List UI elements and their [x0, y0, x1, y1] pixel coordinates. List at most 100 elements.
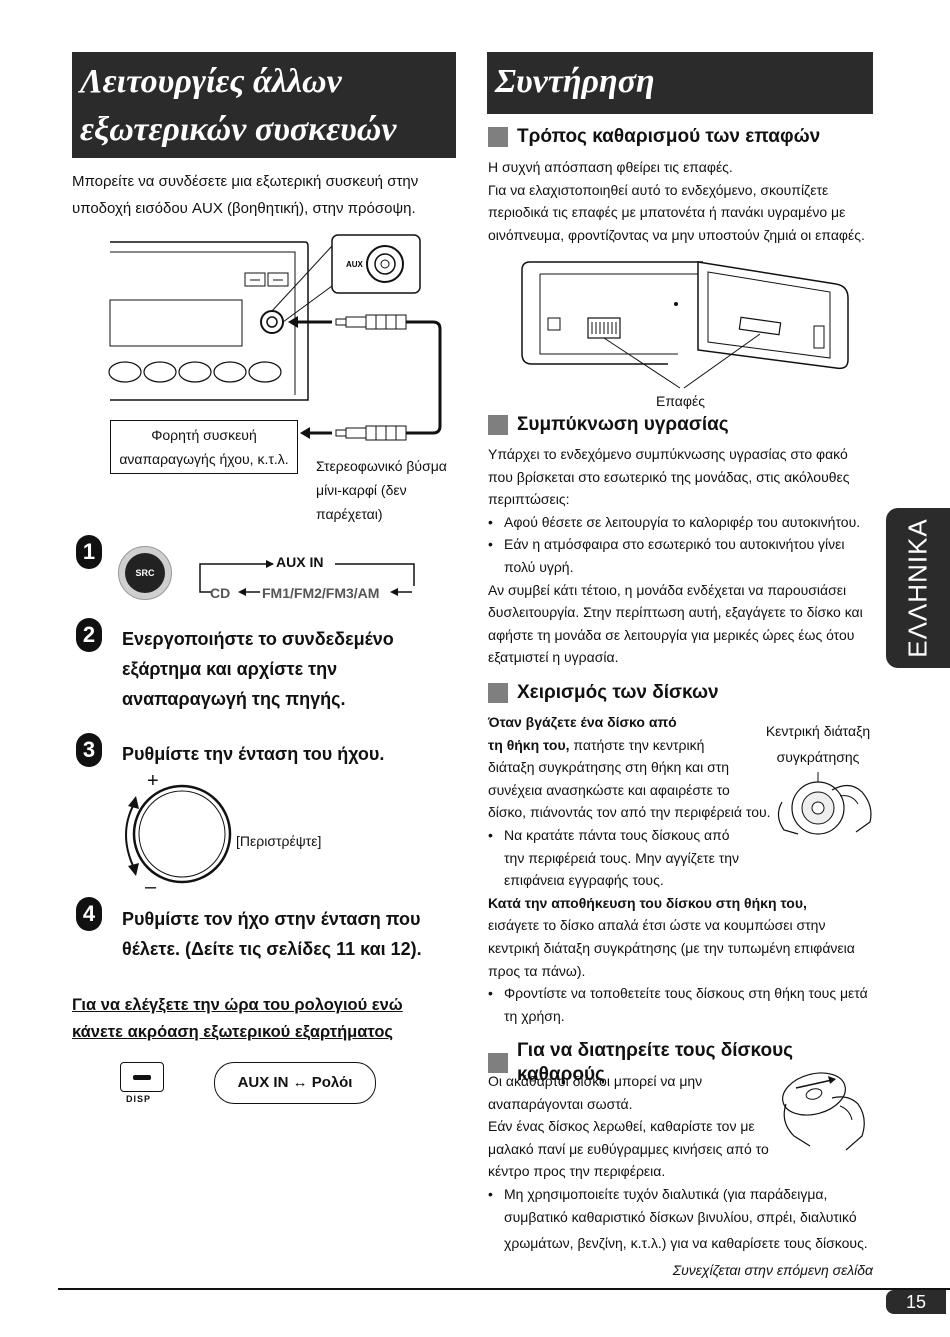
para-line: περιοδικά τις επαφές με μπατονέτα ή πανά… — [488, 204, 846, 221]
para-line: δυσλειτουργία. Στην περίπτωση αυτή, εξαγ… — [488, 604, 863, 621]
para-line: Για να ελαχιστοποιηθεί αυτό το ενδεχόμεν… — [488, 181, 829, 198]
disp-button-bar-icon — [133, 1075, 151, 1080]
volume-plus-label: + — [147, 770, 159, 792]
disc-case-hands-illustration — [777, 772, 872, 835]
plug-label-line: παρέχεται) — [316, 506, 383, 522]
section-keep-discs-clean-heading: Για να διατηρείτε τους δίσκους καθαρούς — [488, 1039, 878, 1087]
step-4-text: Ρυθμίστε τον ήχο στην ένταση που θέλετε.… — [122, 904, 462, 964]
left-intro: Μπορείτε να συνδέσετε μια εξωτερική συσκ… — [72, 168, 452, 222]
bullet-line: πολύ υγρή. — [504, 558, 574, 575]
src-label: SRC — [125, 553, 165, 593]
para-line: Εάν ένας δίσκος λερωθεί, καθαρίστε τον μ… — [488, 1118, 755, 1135]
left-section-banner: Λειτουργίες άλλων εξωτερικών συσκευών — [72, 52, 456, 158]
aux-clock-toggle-box: AUX IN ↔ Ρολόι — [214, 1062, 376, 1104]
step-2-line: Ενεργοποιήστε το συνδεδεμένο — [122, 629, 394, 649]
volume-knob[interactable] — [112, 774, 232, 894]
para-line: εξατμιστεί η υγρασία. — [488, 649, 619, 666]
footer-rule — [58, 1288, 950, 1290]
src-button[interactable]: SRC — [118, 546, 172, 600]
section-title: Χειρισμός των δίσκων — [517, 682, 719, 703]
bullet-item: Φροντίστε να τοποθετείτε τους δίσκους στ… — [488, 982, 880, 1027]
bullet-line: χρωμάτων, βενζίνη, κ.τ.λ.) για να καθαρί… — [504, 1235, 868, 1252]
clock-heading-line: κάνετε ακρόαση εξωτερικού εξαρτήματος — [72, 1023, 393, 1041]
heading-square-icon — [488, 127, 508, 147]
language-tab-label: ΕΛΛΗΝΙΚΑ — [902, 518, 933, 658]
bullet-line: επιφάνεια εγγραφής τους. — [504, 872, 664, 889]
para-line: μαλακό πανί με ευθύγραμμες κινήσεις από … — [488, 1140, 769, 1157]
para-line: κεντρική διάταξη συγκράτησης (με την τυπ… — [488, 939, 855, 956]
bullet-line: Εάν η ατμόσφαιρα στο εσωτερικό του αυτοκ… — [504, 536, 845, 553]
para-line: οινόπνευμα, φροντίζοντας να μην υποστούν… — [488, 226, 865, 243]
para-line: πατήστε την κεντρική — [569, 736, 705, 753]
bullet-line: Φροντίστε να τοποθετείτε τους δίσκους στ… — [504, 985, 868, 1002]
bullet-line: τη χρήση. — [504, 1007, 565, 1024]
continued-note: Συνεχίζεται στην επόμενη σελίδα — [672, 1262, 873, 1278]
aux-connection-diagram: AUX — [108, 234, 442, 441]
para-line: αναπαράγονται σωστά. — [488, 1095, 633, 1112]
step-2-text: Ενεργοποιήστε το συνδεδεμένο εξάρτημα κα… — [122, 624, 452, 714]
step-4-line: θέλετε. (Δείτε τις σελίδες 11 και 12). — [122, 939, 422, 959]
para-line: αφήστε τη μονάδα σε λειτουργία για μερικ… — [488, 626, 855, 643]
para-line: συνέχεια ανασηκώστε και αφαιρέστε το — [488, 781, 730, 798]
step-1-number: 1 — [76, 535, 102, 569]
bold-lead: Όταν βγάζετε ένα δίσκο από — [488, 714, 677, 730]
section-title: Για να διατηρείτε τους δίσκους καθαρούς — [517, 1040, 794, 1085]
double-arrow-icon: ↔ — [292, 1074, 308, 1091]
source-fm-am: FM1/FM2/FM3/AM — [262, 585, 380, 601]
center-holder-label: Κεντρική διάταξη συγκράτησης — [756, 718, 880, 770]
clock-check-heading: Για να ελέγξετε την ώρα του ρολογιού ενώ… — [72, 992, 452, 1046]
disc-wiping-illustration — [782, 1072, 865, 1151]
step-3-text: Ρυθμίστε την ένταση του ήχου. — [122, 744, 385, 764]
contacts-label: Επαφές — [656, 393, 705, 409]
disp-label: DISP — [126, 1094, 152, 1104]
para-line: προς τα πάνω). — [488, 962, 586, 979]
holder-label-line: συγκράτησης — [776, 749, 860, 765]
bullet-line: την περιφέρειά τους. Μην αγγίζετε την — [504, 849, 740, 866]
step-2-line: αναπαραγωγή της πηγής. — [122, 689, 346, 709]
intro-line: υποδοχή εισόδου AUX (βοηθητική), στην πρ… — [72, 200, 416, 217]
bullet-item: Αφού θέσετε σε λειτουργία το καλοριφέρ τ… — [488, 511, 878, 534]
source-cycle-diagram — [199, 560, 415, 596]
section-title: Συμπύκνωση υγρασίας — [517, 414, 729, 435]
bullet-item: Μη χρησιμοποιείτε τυχόν διαλυτικά (για π… — [488, 1183, 880, 1255]
para-line: Η συχνή απόσπαση φθείρει τις επαφές. — [488, 159, 733, 175]
page-number: 15 — [886, 1290, 946, 1314]
section-disc-handling-heading: Χειρισμός των δίσκων — [488, 681, 878, 705]
step-2-number: 2 — [76, 618, 102, 652]
bullet-item: Εάν η ατμόσφαιρα στο εσωτερικό του αυτοκ… — [488, 533, 878, 578]
step-4-line: Ρυθμίστε τον ήχο στην ένταση που — [122, 909, 421, 929]
section-condensation-heading: Συμπύκνωση υγρασίας — [488, 413, 878, 437]
bold-lead: Κατά την αποθήκευση του δίσκου στη θήκη … — [488, 894, 807, 911]
para-line: περιπτώσεις: — [488, 491, 570, 508]
clean-contacts-text: Η συχνή απόσπαση φθείρει τις επαφές. Για… — [488, 156, 878, 246]
rotate-label: [Περιστρέψτε] — [236, 833, 322, 849]
bullet-item: Να κρατάτε πάντα τους δίσκους από την πε… — [488, 824, 880, 892]
language-side-tab: ΕΛΛΗΝΙΚΑ — [886, 508, 950, 668]
left-banner-line2: εξωτερικών συσκευών — [80, 111, 397, 148]
holder-label-line: Κεντρική διάταξη — [765, 723, 871, 739]
heading-square-icon — [488, 683, 508, 703]
plug-label-line: Στερεοφωνικό βύσμα — [316, 458, 447, 474]
bullet-line: συμβατικό καθαριστικό δίσκων βινυλίου, σ… — [504, 1208, 857, 1225]
para-line: εισάγετε το δίσκο απαλά έτσι ώστε να κου… — [488, 917, 826, 934]
para-line: Οι ακάθαρτοι δίσκοι μπορεί να μην — [488, 1073, 703, 1089]
para-line: που βρίσκεται στο εσωτερικό της μονάδας,… — [488, 468, 850, 485]
source-cd: CD — [210, 585, 231, 601]
heading-square-icon — [488, 1053, 508, 1073]
section-title: Τρόπος καθαρισμού των επαφών — [517, 126, 821, 147]
aux-callout-label: AUX — [346, 260, 364, 269]
bullet-line: Να κρατάτε πάντα τους δίσκους από — [504, 826, 730, 843]
bold-lead: τη θήκη του, — [488, 736, 570, 753]
portable-device-label: Φορητή συσκευή αναπαραγωγής ήχου, κ.τ.λ. — [110, 420, 298, 474]
para-line: δίσκο, πιάνοντάς τον από την περιφέρειά … — [488, 804, 771, 821]
right-banner-title: Συντήρηση — [495, 63, 655, 100]
heading-square-icon — [488, 415, 508, 435]
stereo-plug-label: Στερεοφωνικό βύσμα μίνι-καρφί (δεν παρέχ… — [316, 454, 456, 526]
plug-label-line: μίνι-καρφί (δεν — [316, 482, 407, 498]
contacts-illustration — [521, 261, 849, 389]
disp-button[interactable] — [120, 1062, 164, 1092]
volume-minus-label: – — [145, 876, 157, 898]
step-4-number: 4 — [76, 897, 102, 931]
source-aux-in: AUX IN — [276, 554, 324, 570]
step-2-line: εξάρτημα και αρχίστε την — [122, 659, 338, 679]
